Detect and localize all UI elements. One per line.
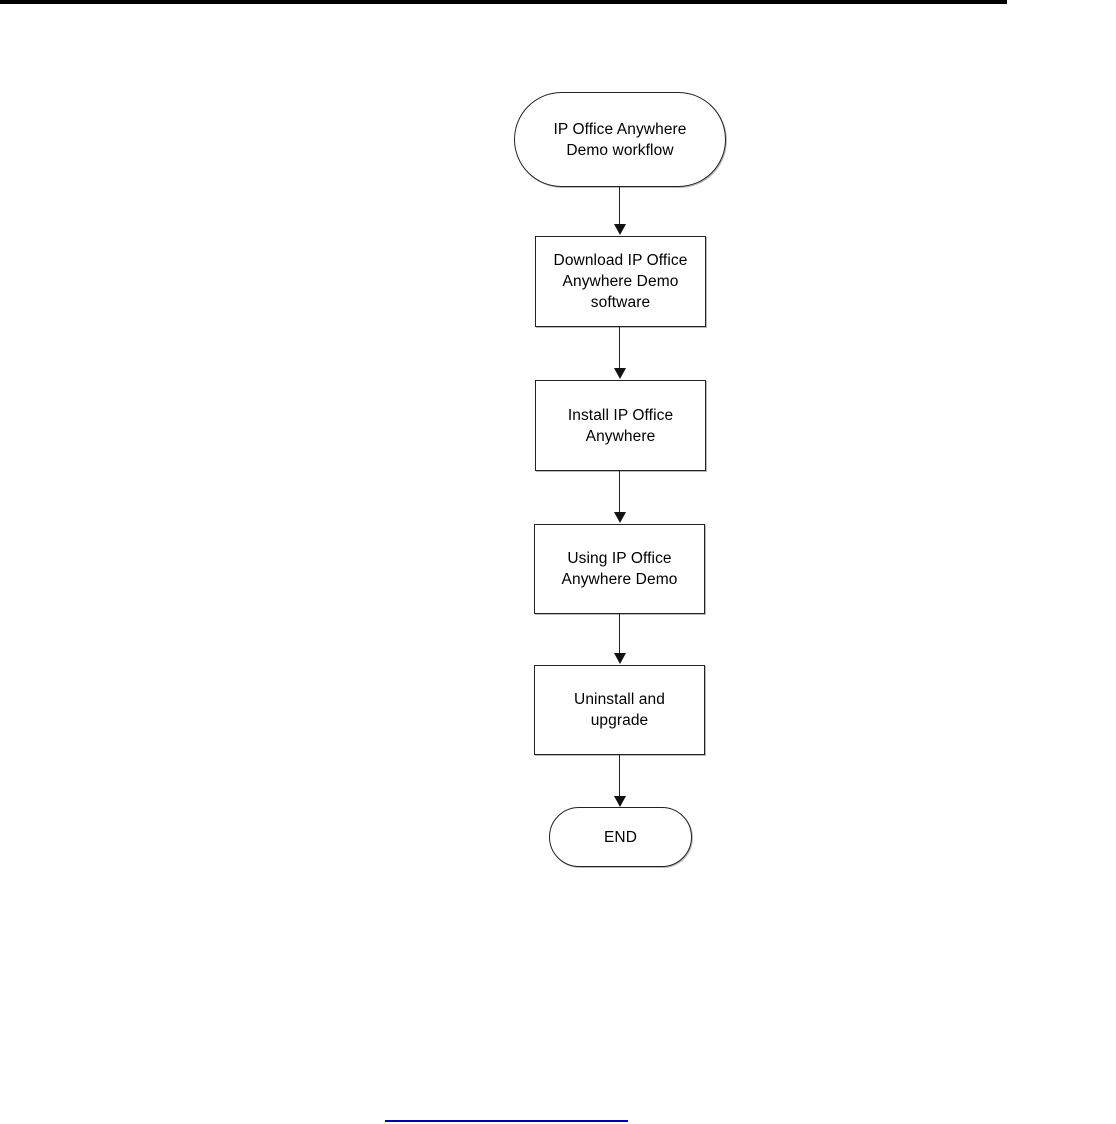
flow-arrowhead-uninstall-end [614, 796, 626, 807]
flow-node-download: Download IP Office Anywhere Demo softwar… [535, 236, 706, 327]
top-black-rule [0, 0, 1007, 4]
flow-node-install-label: Install IP Office Anywhere [567, 406, 674, 445]
flow-node-end-label: END [603, 828, 638, 846]
flow-connector-start-download [619, 187, 620, 225]
flow-node-uninstall: Uninstall and upgrade [534, 665, 705, 755]
flow-node-using: Using IP Office Anywhere Demo [534, 524, 705, 614]
flow-node-install: Install IP Office Anywhere [535, 380, 706, 471]
flow-node-uninstall-label: Uninstall and upgrade [574, 691, 665, 729]
flow-connector-install-using [619, 471, 620, 512]
flow-node-using-label: Using IP Office Anywhere Demo [561, 550, 678, 588]
flow-connector-using-uninstall [619, 614, 620, 653]
flow-connector-uninstall-end [619, 755, 620, 796]
flow-node-end: END [549, 807, 692, 867]
flow-connector-download-install [619, 327, 620, 368]
flow-node-download-label: Download IP Office Anywhere Demo softwar… [553, 252, 688, 311]
flow-arrowhead-install-using [614, 512, 626, 523]
flow-arrowhead-start-download [614, 224, 626, 235]
flow-node-start-label: IP Office Anywhere Demo workflow [553, 120, 687, 159]
flow-node-start: IP Office Anywhere Demo workflow [514, 92, 726, 187]
flow-arrowhead-using-uninstall [614, 653, 626, 664]
flow-arrowhead-download-install [614, 368, 626, 379]
footer-hyperlink[interactable] [385, 1100, 628, 1122]
